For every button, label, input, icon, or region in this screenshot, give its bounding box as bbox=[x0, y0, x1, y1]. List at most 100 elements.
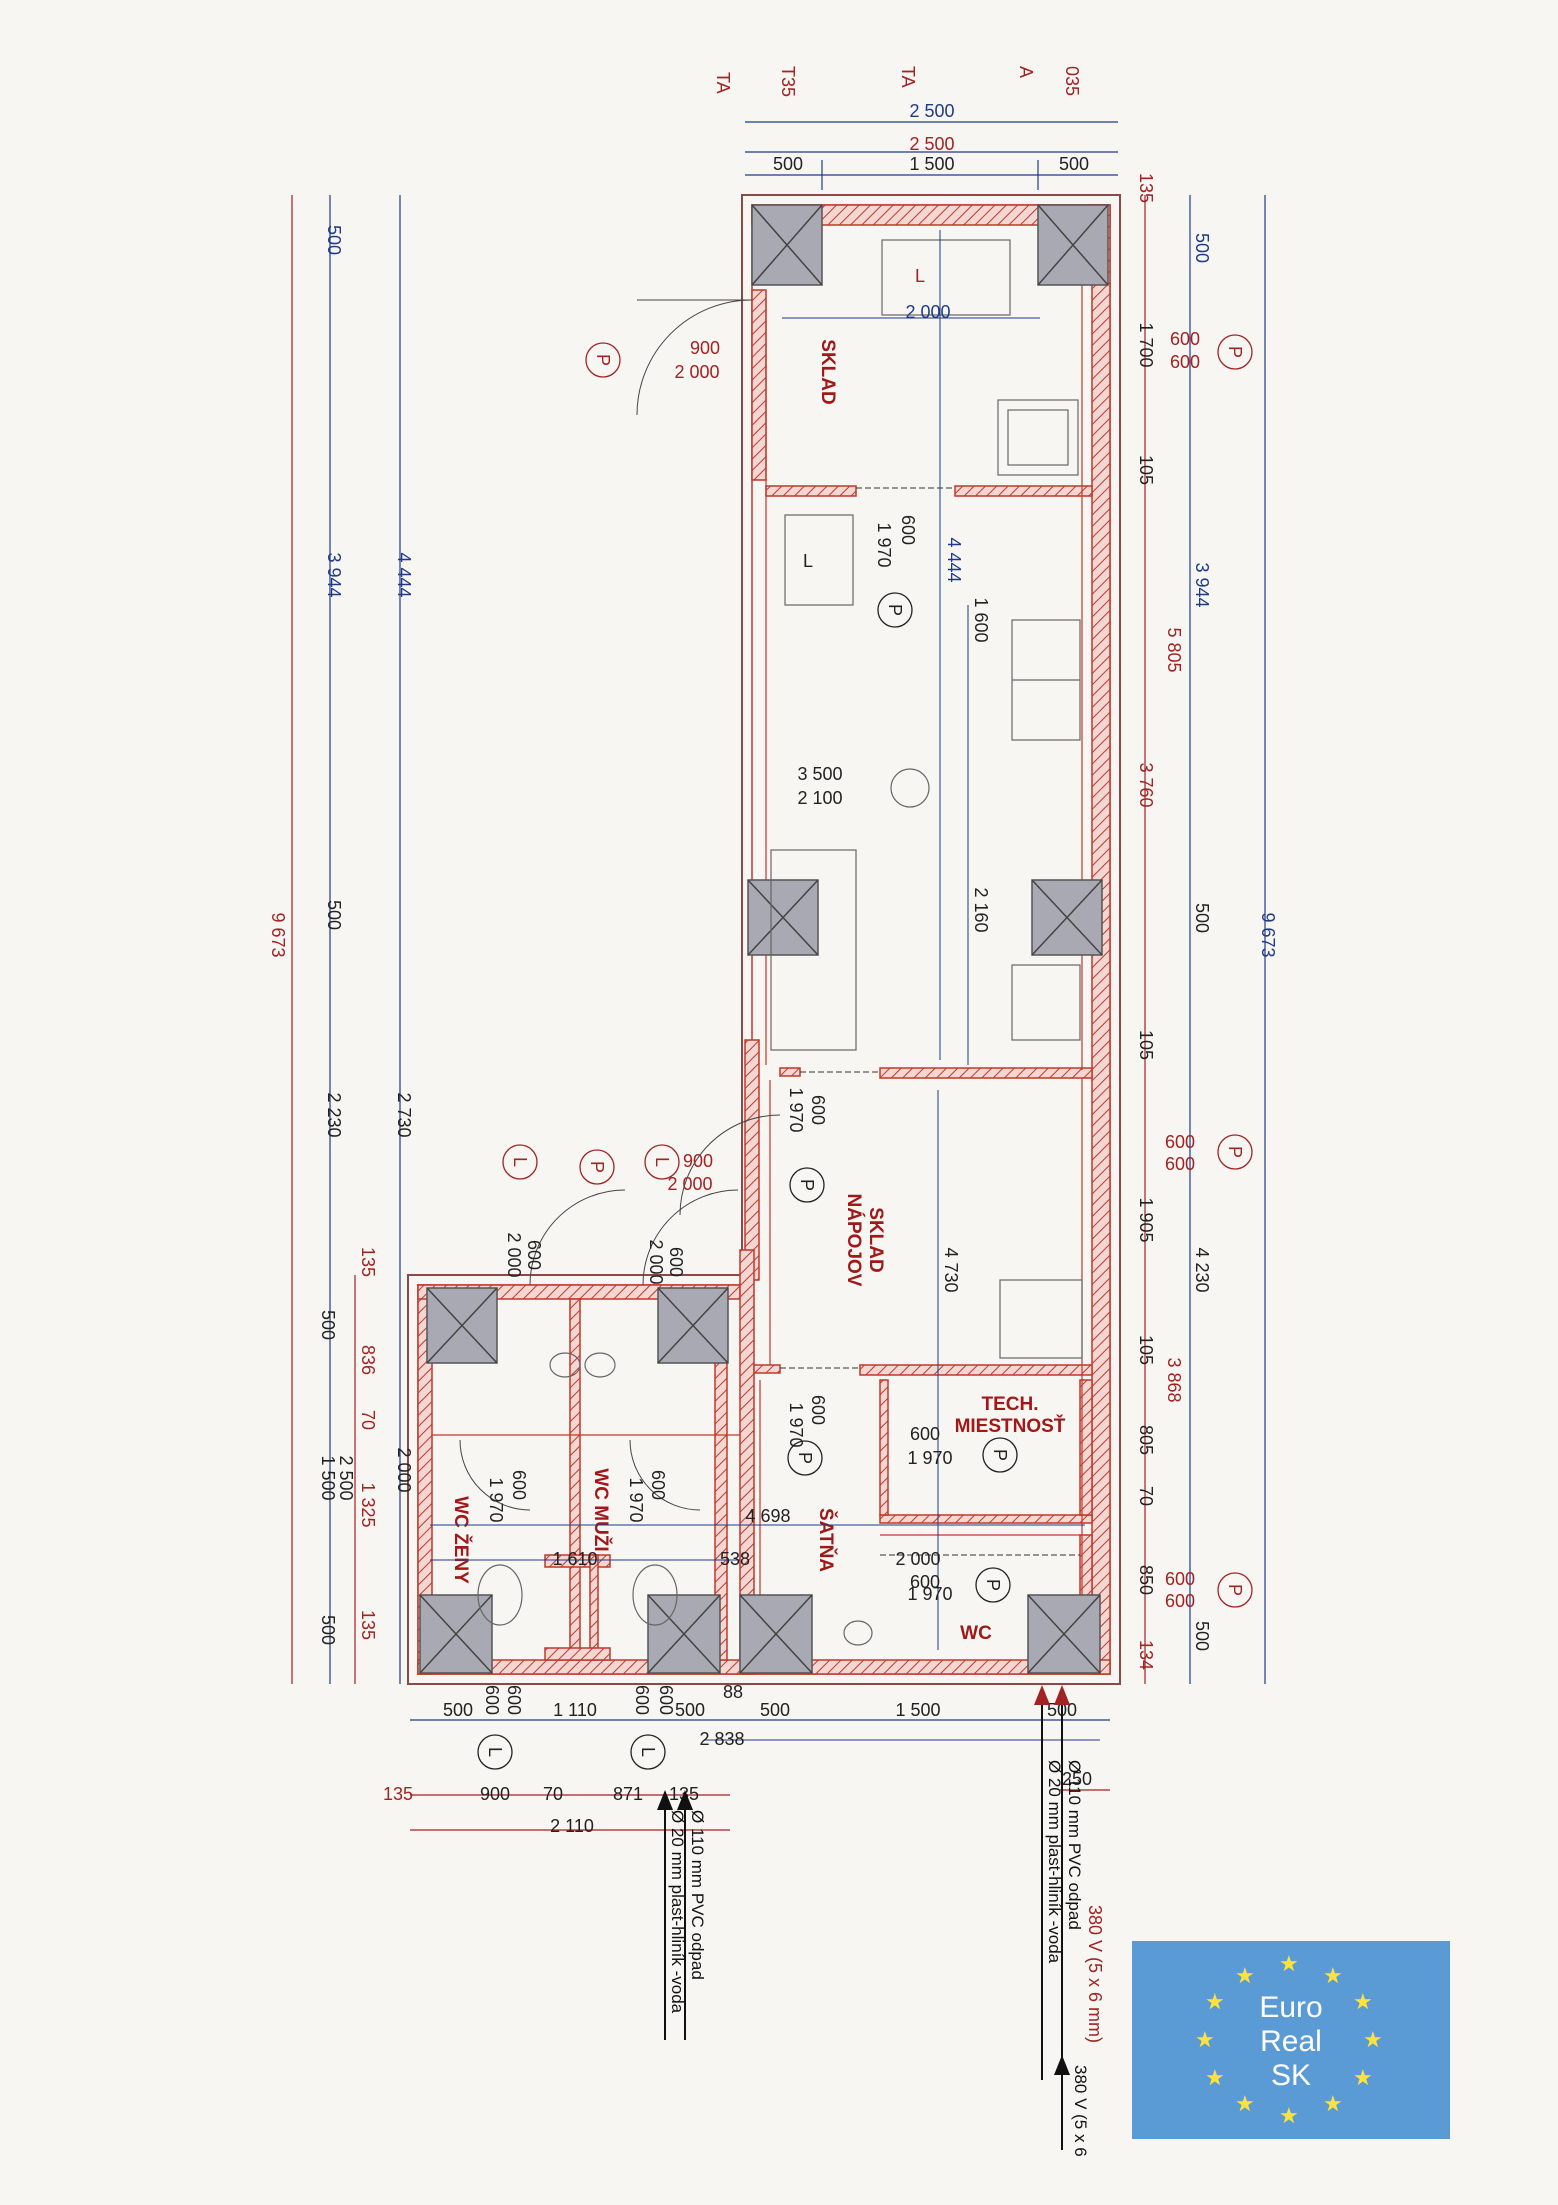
room-wc-zeny: WC ŽENY bbox=[450, 1496, 472, 1584]
star-icon: ★ bbox=[1363, 2027, 1383, 2052]
symbol-l bbox=[502, 1144, 538, 1180]
star-icon: ★ bbox=[1353, 2065, 1373, 2090]
dim-left-c: 70 bbox=[358, 1410, 378, 1430]
logo-line2: Real bbox=[1260, 2025, 1322, 2058]
dim-right-b: 1 700 bbox=[1136, 322, 1156, 367]
dim-inner: 1 970 bbox=[626, 1477, 646, 1522]
dim-inner: 600 bbox=[524, 1240, 544, 1270]
column bbox=[1031, 879, 1103, 956]
column bbox=[1037, 204, 1109, 286]
column bbox=[426, 1287, 498, 1364]
dim-left-c: 500 bbox=[318, 1310, 338, 1340]
note-right-power2: 380 V (5 x 6 bbox=[1071, 2065, 1090, 2157]
circle-symbol-labels: P P P L P L P P P P P P L L bbox=[485, 346, 1245, 1757]
dim-bottom: 1 110 bbox=[553, 1700, 597, 1720]
star-icon: ★ bbox=[1353, 1989, 1373, 2014]
dim-bottom: 871 bbox=[613, 1784, 643, 1804]
dim-right-door: 600 bbox=[1170, 352, 1200, 372]
dim-inner: 2 000 bbox=[905, 302, 950, 322]
star-icon: ★ bbox=[1205, 1989, 1225, 2014]
dim-inner: 2 160 bbox=[971, 887, 991, 932]
dim-left-a: 2 230 bbox=[324, 1092, 344, 1137]
dim-bottom: 500 bbox=[443, 1700, 473, 1720]
dim-bottom: 1 500 bbox=[895, 1700, 940, 1720]
symbol-text: P bbox=[587, 1161, 607, 1173]
sink bbox=[999, 1279, 1083, 1359]
column bbox=[647, 1594, 721, 1674]
star-icon: ★ bbox=[1195, 2027, 1215, 2052]
dim-inner: 3 500 bbox=[797, 764, 842, 784]
dim-left-a: 500 bbox=[324, 900, 344, 930]
dim-bottom: 600 bbox=[632, 1685, 652, 1715]
cabinet bbox=[784, 514, 854, 606]
dim-left-c: 135 bbox=[358, 1610, 378, 1640]
dim-inner: 2 000 bbox=[895, 1549, 940, 1569]
top-label: T35 bbox=[778, 66, 798, 97]
dim-right-b: 70 bbox=[1136, 1486, 1156, 1506]
dim-bottom-2838: 2 838 bbox=[699, 1729, 744, 1749]
dim-inner: 4 730 bbox=[941, 1247, 961, 1292]
dim-inner: 1 610 bbox=[552, 1549, 597, 1569]
symbol-text: L bbox=[485, 1747, 505, 1757]
symbol-text: P bbox=[1225, 1146, 1245, 1158]
star-icon: ★ bbox=[1235, 1963, 1255, 1988]
symbol-text: P bbox=[795, 1452, 815, 1464]
symbol-text: L bbox=[638, 1747, 658, 1757]
dim-inner: 600 bbox=[898, 515, 918, 545]
dim-right-door: 600 bbox=[1170, 329, 1200, 349]
symbol-text: P bbox=[1225, 1584, 1245, 1596]
label-l: L bbox=[915, 266, 925, 286]
dim-right-a: 3 944 bbox=[1192, 562, 1212, 607]
symbol-l bbox=[477, 1734, 513, 1770]
logo-line3: SK bbox=[1270, 2059, 1312, 2092]
dim-bottom: 900 bbox=[480, 1784, 510, 1804]
top-dimensions bbox=[745, 121, 1118, 190]
sink bbox=[1011, 964, 1081, 1041]
dim-right-a: 500 bbox=[1192, 233, 1212, 263]
dim-door-2000: 2 000 bbox=[667, 1174, 712, 1194]
top-labels: TA T35 TA A 035 2 500 2 500 500 1 500 50… bbox=[713, 66, 1089, 174]
washbasin bbox=[843, 1620, 873, 1646]
dim-bottom: 600 bbox=[656, 1685, 676, 1715]
dim-inner: 600 bbox=[509, 1470, 529, 1500]
symbol-l bbox=[630, 1734, 666, 1770]
symbol-p bbox=[982, 1437, 1018, 1473]
washbasin bbox=[584, 1352, 616, 1378]
top-label: 035 bbox=[1062, 66, 1082, 96]
dim-top-right: 500 bbox=[1059, 154, 1089, 174]
dim-right-b: 5 805 bbox=[1164, 627, 1184, 672]
euro-real-sk-logo: ★ ★ ★ ★ ★ ★ ★ ★ ★ ★ ★ ★ Euro Real SK bbox=[1132, 1941, 1450, 2139]
symbol-l bbox=[644, 1144, 680, 1180]
dim-right-b: 134 bbox=[1136, 1640, 1156, 1670]
dim-inner: 1 970 bbox=[907, 1584, 952, 1604]
star-icon: ★ bbox=[1205, 2065, 1225, 2090]
dim-inner: 538 bbox=[720, 1549, 750, 1569]
dim-inner: 2 000 bbox=[646, 1239, 666, 1284]
symbol-p bbox=[789, 1167, 825, 1203]
symbol-text: P bbox=[797, 1179, 817, 1191]
sink bbox=[997, 399, 1079, 476]
dim-door-2000: 2 000 bbox=[674, 362, 719, 382]
dim-inner: 2 100 bbox=[797, 788, 842, 808]
symbol-p bbox=[585, 342, 621, 378]
toilet bbox=[632, 1564, 678, 1626]
dim-bottom: 600 bbox=[482, 1685, 502, 1715]
dim-right-b: 105 bbox=[1136, 1030, 1156, 1060]
dim-right-b: 1 905 bbox=[1136, 1197, 1156, 1242]
room-sklad: SKLAD bbox=[817, 339, 838, 404]
symbol-p bbox=[787, 1440, 823, 1476]
dim-left-c: 500 bbox=[318, 1615, 338, 1645]
fixtures bbox=[477, 239, 1083, 1646]
top-label: A bbox=[1016, 66, 1036, 78]
room-sklad-napojov: SKLADNÁPOJOV bbox=[843, 1194, 886, 1287]
symbol-p bbox=[877, 592, 913, 628]
column bbox=[739, 1594, 813, 1674]
interior-dim-labels: L 2 000 900 2 000 600 1 970 L 4 444 1 60… bbox=[486, 266, 991, 1604]
dim-top-mid: 1 500 bbox=[909, 154, 954, 174]
dim-door-900: 900 bbox=[690, 338, 720, 358]
column bbox=[747, 879, 819, 956]
dim-left-b: 4 444 bbox=[394, 552, 414, 597]
dim-inner: 600 bbox=[808, 1095, 828, 1125]
dim-inner: 1 970 bbox=[874, 522, 894, 567]
